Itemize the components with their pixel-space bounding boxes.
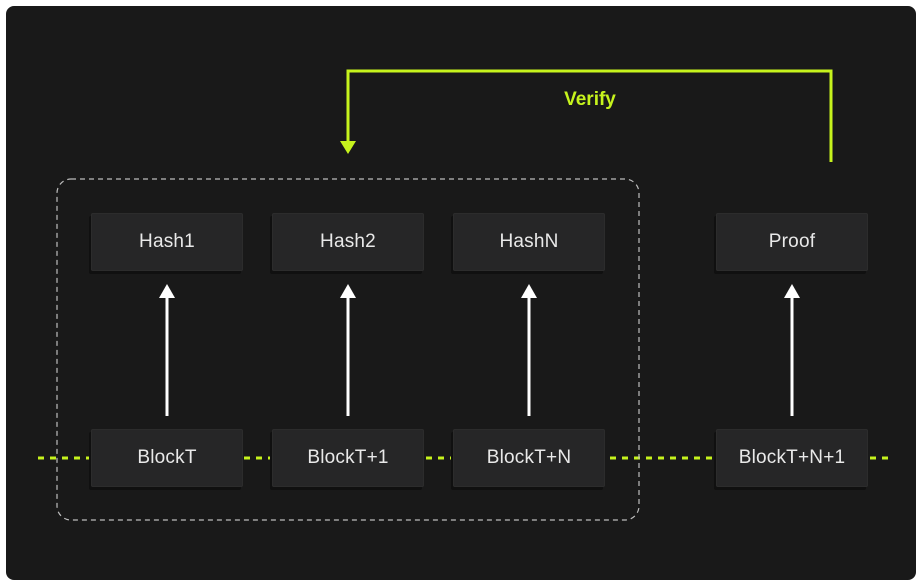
- hash-box-2: Hash2: [272, 213, 424, 271]
- proof-box: Proof: [716, 213, 868, 271]
- hash-box-label: HashN: [499, 231, 559, 252]
- hash-box-label: Hash2: [320, 231, 376, 252]
- hash-box-1: Hash1: [91, 213, 243, 271]
- block-box-t-plus-1: BlockT+1: [272, 429, 424, 487]
- block-box-label: BlockT+1: [307, 447, 389, 468]
- block-box-t-plus-n: BlockT+N: [453, 429, 605, 487]
- block-group-border: [56, 178, 640, 521]
- block-box-t-plus-n-plus-1: BlockT+N+1: [716, 429, 868, 487]
- hash-arrowheads: [159, 284, 800, 298]
- block-box-label: BlockT: [137, 447, 197, 468]
- block-box-t: BlockT: [91, 429, 243, 487]
- block-box-label: BlockT+N+1: [738, 447, 846, 468]
- verify-arrowhead: [340, 141, 356, 154]
- proof-box-label: Proof: [768, 231, 816, 252]
- verify-connector: [346, 69, 833, 162]
- hash-box-n: HashN: [453, 213, 605, 271]
- hash-box-label: Hash1: [139, 231, 195, 252]
- verify-label: Verify: [564, 89, 616, 110]
- hash-arrows: [165, 296, 794, 416]
- block-box-label: BlockT+N: [486, 447, 572, 468]
